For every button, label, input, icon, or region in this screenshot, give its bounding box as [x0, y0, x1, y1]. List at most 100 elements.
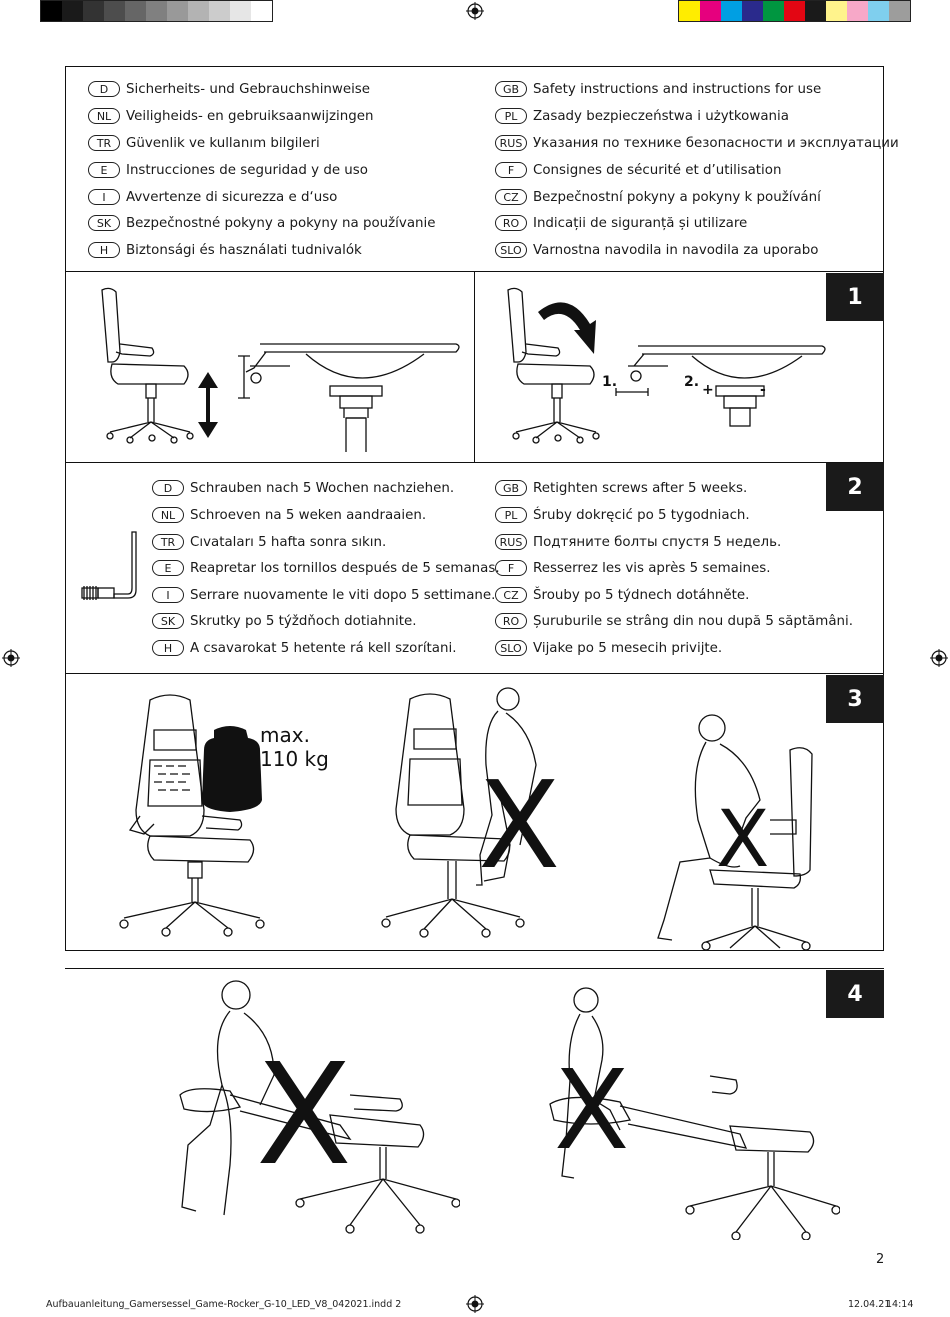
step2-text: Reapretar los tornillos después de 5 sem…	[190, 560, 500, 576]
color-swatch	[868, 1, 889, 21]
lang-badge: I	[152, 587, 184, 603]
header-text: Instrucciones de seguridad y de uso	[126, 162, 368, 178]
lang-badge: SLO	[495, 640, 527, 656]
header-lang-row: E Instrucciones de seguridad y de uso	[88, 160, 368, 180]
step-number-4: 4	[826, 970, 884, 1018]
divider-step2	[65, 673, 884, 674]
step4-x-mark-2: X	[554, 1046, 629, 1174]
step2-text: Подтяните болты спустя 5 недель.	[533, 534, 782, 550]
step2-text: Schroeven na 5 weken aandraaien.	[190, 507, 427, 523]
lang-badge: PL	[495, 507, 527, 523]
color-swatch	[826, 1, 847, 21]
step2-text: Șuruburile se strâng din nou după 5 săpt…	[533, 613, 854, 629]
header-text: Güvenlik ve kullanım bilgileri	[126, 135, 320, 151]
step2-text: Schrauben nach 5 Wochen nachziehen.	[190, 480, 455, 496]
step3-x-mark-1: X	[478, 757, 560, 896]
step2-text: Šrouby po 5 týdnech dotáhněte.	[533, 587, 750, 603]
step2-lang-row: I Serrare nuovamente le viti dopo 5 setti…	[152, 585, 495, 605]
lang-badge: PL	[495, 108, 527, 124]
lang-badge: TR	[88, 135, 120, 151]
color-swatch	[721, 1, 742, 21]
gray-swatch	[146, 1, 167, 21]
header-text: Указания по технике безопасности и экспл…	[533, 135, 899, 151]
divider-step1-vertical	[474, 271, 475, 462]
lang-badge: D	[152, 480, 184, 496]
grayscale-bar	[40, 0, 273, 22]
color-swatch	[679, 1, 700, 21]
step2-text: Serrare nuovamente le viti dopo 5 settim…	[190, 587, 496, 603]
color-swatch	[847, 1, 868, 21]
no-standing-on-chair-illustration: X	[381, 687, 560, 938]
step2-lang-row: RO Șuruburile se strâng din nou după 5 să…	[495, 611, 853, 631]
lang-badge: SK	[152, 613, 184, 629]
gray-swatch	[251, 1, 272, 21]
footer-time: 14:14	[886, 1299, 914, 1310]
color-swatch	[805, 1, 826, 21]
lang-badge: CZ	[495, 587, 527, 603]
gray-swatch	[104, 1, 125, 21]
lang-badge: RUS	[495, 135, 527, 151]
step4-x-mark-1: X	[256, 1034, 352, 1197]
step2-text: Resserrez les vis après 5 semaines.	[533, 560, 771, 576]
gray-swatch	[62, 1, 83, 21]
lang-badge: I	[88, 189, 120, 205]
step2-lang-row: F Resserrez les vis après 5 semaines.	[495, 558, 771, 578]
lang-badge: F	[495, 560, 527, 576]
color-swatch	[763, 1, 784, 21]
lang-badge: TR	[152, 534, 184, 550]
header-lang-row: RUS Указания по технике безопасности и эк…	[495, 133, 899, 153]
max-load-illustration: max. 110 kg	[119, 694, 329, 937]
lang-badge: F	[495, 162, 527, 178]
lang-badge: RO	[495, 215, 527, 231]
gray-swatch	[167, 1, 188, 21]
allen-key-screw-icon	[81, 531, 137, 600]
weight-label: 110 kg	[260, 747, 329, 771]
lang-badge: H	[88, 242, 120, 258]
divider-step3	[65, 968, 884, 969]
lang-badge: SLO	[495, 242, 527, 258]
divider-step1	[65, 462, 884, 463]
color-swatch	[784, 1, 805, 21]
color-swatch	[889, 1, 910, 21]
tilt-lock-illustration: 1. 2. + -	[507, 287, 826, 444]
step2-lang-row: E Reapretar los tornillos después de 5 se…	[152, 558, 500, 578]
registration-mark-right-icon	[930, 649, 948, 667]
step1-minus: -	[760, 382, 766, 398]
lang-badge: E	[88, 162, 120, 178]
header-lang-row: F Consignes de sécurité et d’utilisation	[495, 160, 781, 180]
header-text: Consignes de sécurité et d’utilisation	[533, 162, 782, 178]
gray-swatch	[188, 1, 209, 21]
step2-lang-row: SLO Vijake po 5 mesecih privijte.	[495, 638, 722, 658]
lang-badge: RO	[495, 613, 527, 629]
header-text: Veiligheids- en gebruiksaanwijzingen	[126, 108, 374, 124]
registration-mark-left-icon	[2, 649, 20, 667]
lang-badge: D	[88, 81, 120, 97]
page-number: 2	[876, 1252, 885, 1267]
no-sitting-on-edge-illustration: X	[657, 714, 813, 950]
step2-text: Retighten screws after 5 weeks.	[533, 480, 748, 496]
lang-badge: E	[152, 560, 184, 576]
no-leaning-back-illustration: X	[179, 980, 460, 1234]
step2-text: Vijake po 5 mesecih privijte.	[533, 640, 723, 656]
color-swatch	[742, 1, 763, 21]
step2-text: Skrutky po 5 týždňoch dotiahnite.	[190, 613, 417, 629]
footer-date: 12.04.21	[848, 1299, 891, 1310]
lang-badge: CZ	[495, 189, 527, 205]
max-label: max.	[260, 723, 310, 747]
step2-lang-row: D Schrauben nach 5 Wochen nachziehen.	[152, 478, 454, 498]
header-text: Avvertenze di sicurezza e d‘uso	[126, 189, 338, 205]
step1-plus: +	[702, 382, 714, 398]
header-text: Indicații de siguranță și utilizare	[533, 215, 748, 231]
step2-lang-row: SK Skrutky po 5 týždňoch dotiahnite.	[152, 611, 416, 631]
